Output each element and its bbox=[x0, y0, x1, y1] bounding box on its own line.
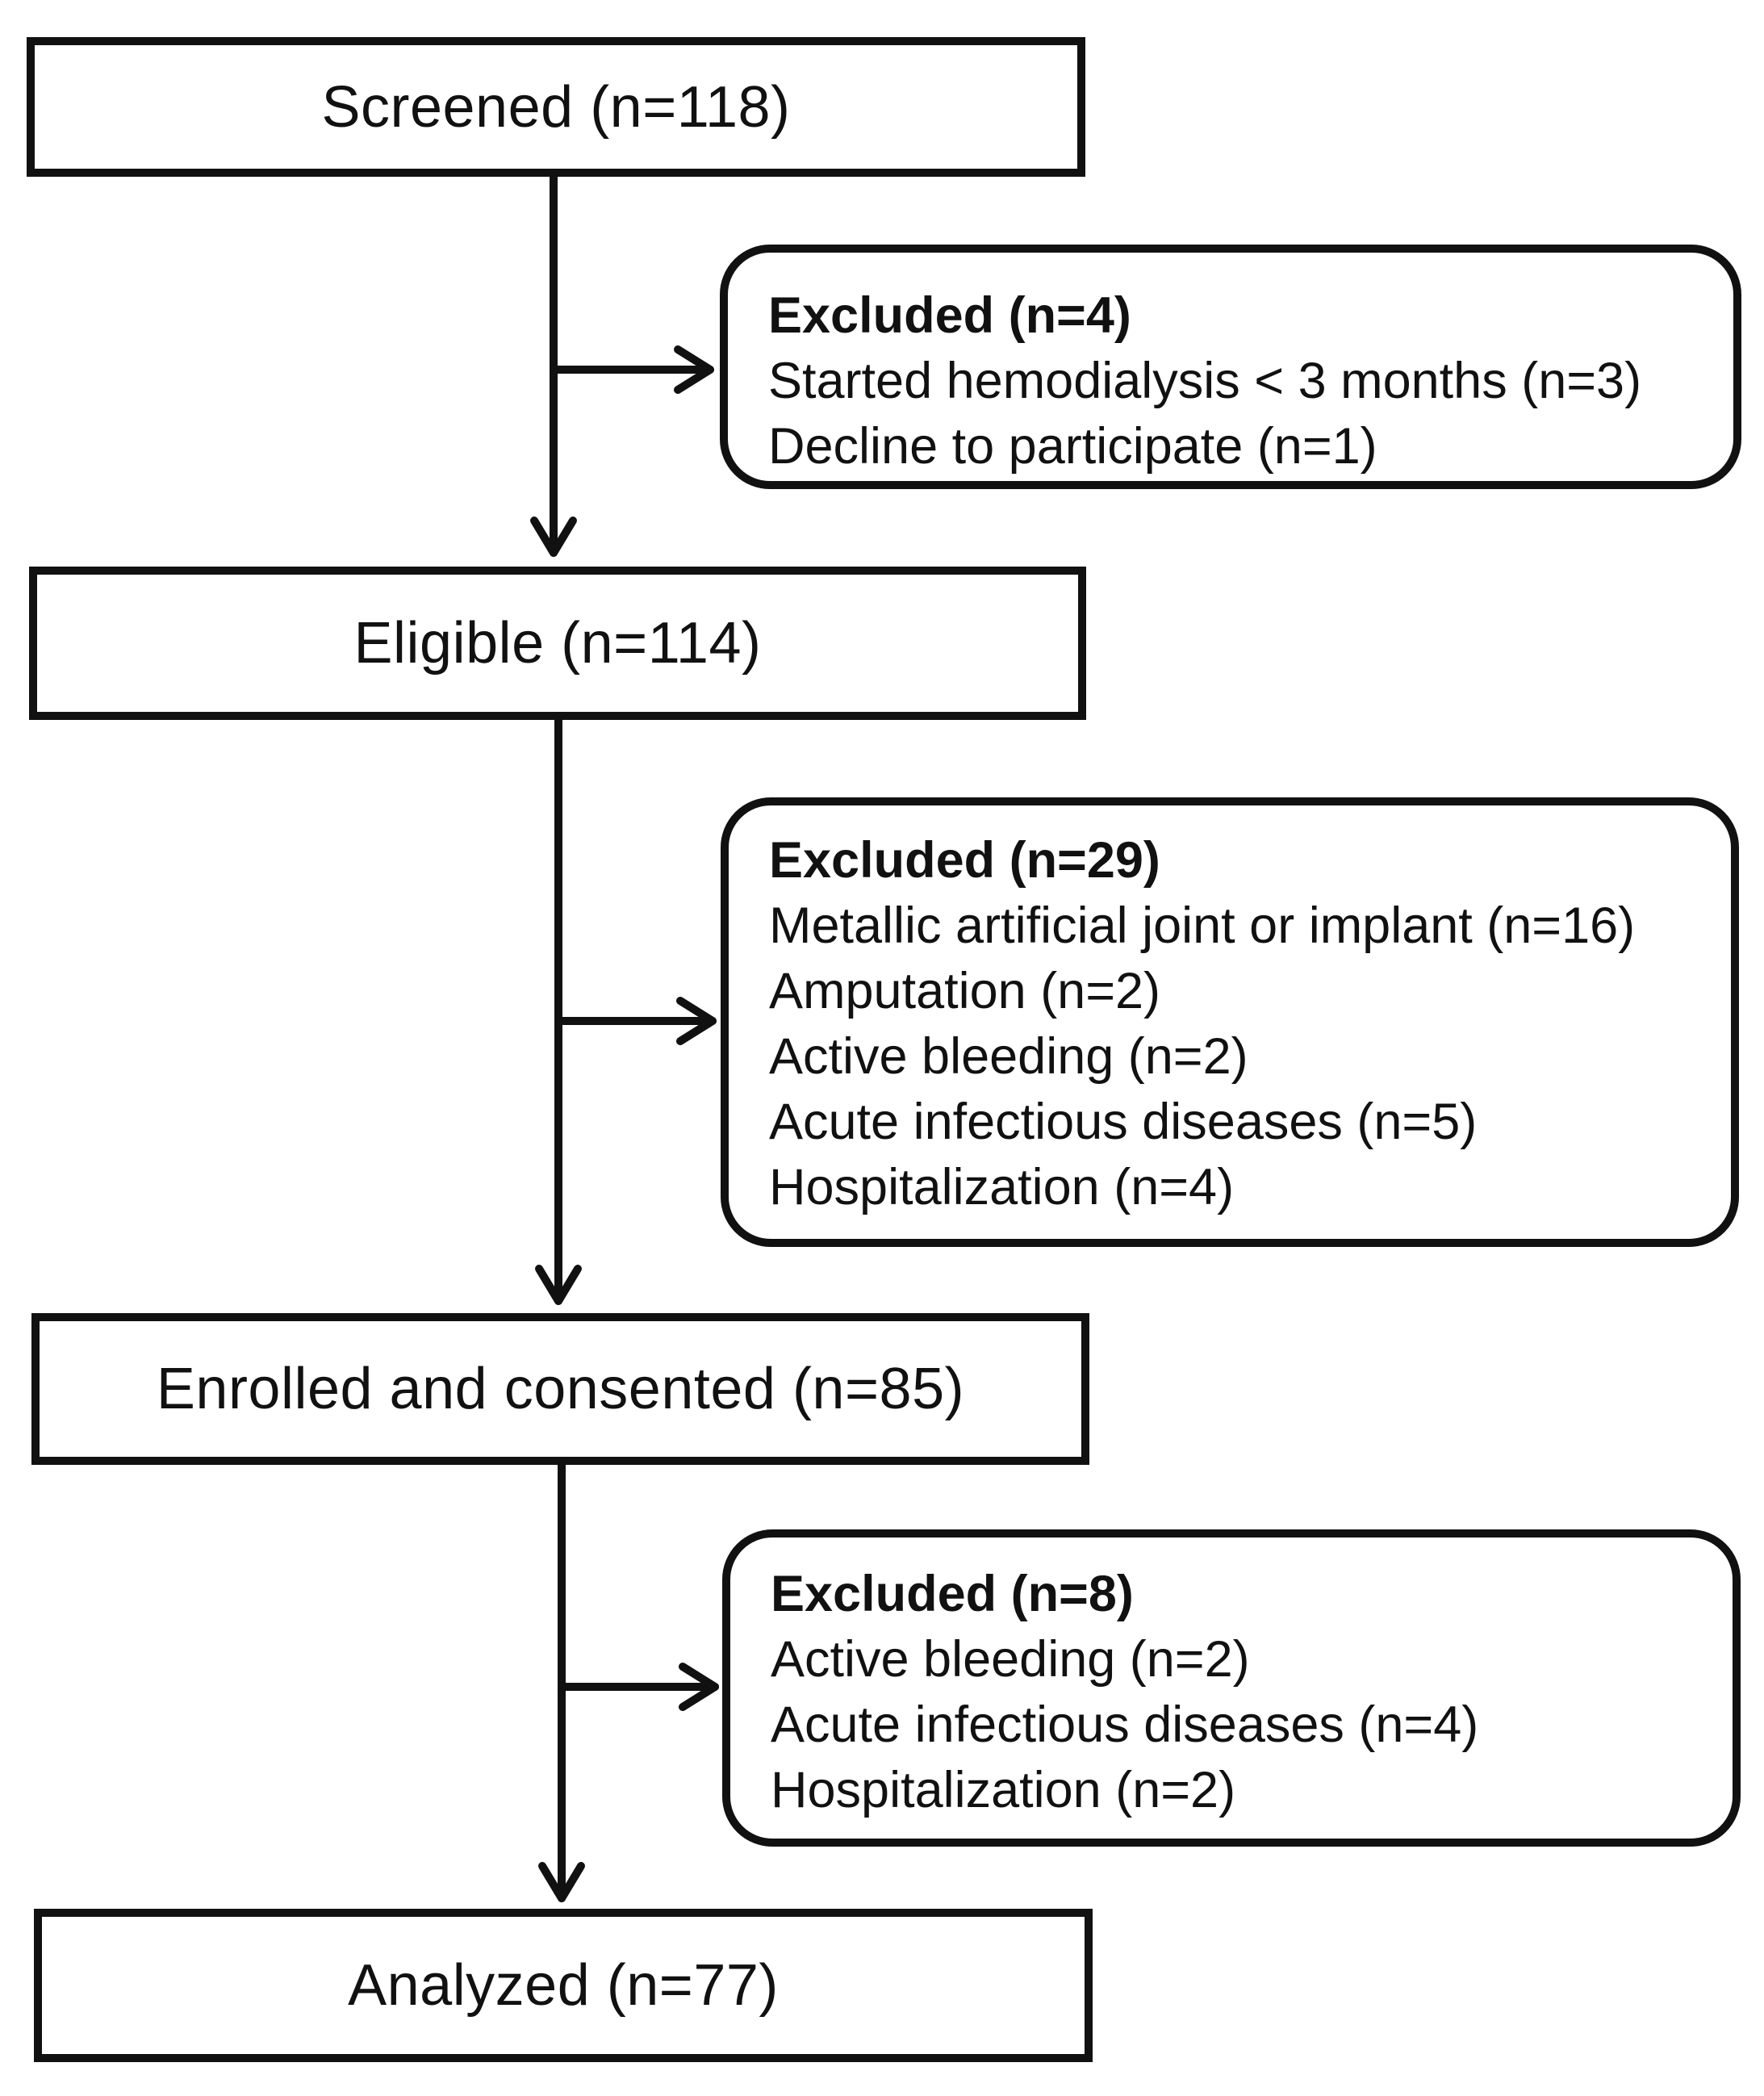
arrow-eligible-to-enrolled-head bbox=[535, 1265, 582, 1305]
exclusion-item: Started hemodialysis < 3 months (n=3) bbox=[768, 353, 1642, 409]
exclusion-item: Acute infectious diseases (n=4) bbox=[771, 1696, 1479, 1753]
stage-label-screened: Screened (n=118) bbox=[321, 74, 791, 140]
stage-box-enrolled: Enrolled and consented (n=85) bbox=[31, 1313, 1089, 1465]
exclusion-item: Metallic artificial joint or implant (n=… bbox=[769, 897, 1636, 954]
arrow-to-excluded-1-head bbox=[674, 345, 714, 394]
exclusion-item: Hospitalization (n=2) bbox=[771, 1762, 1236, 1818]
exclusion-title: Excluded (n=8) bbox=[771, 1566, 1134, 1622]
exclusion-title: Excluded (n=29) bbox=[769, 832, 1160, 889]
stage-label-analyzed: Analyzed (n=77) bbox=[348, 1953, 779, 2018]
exclusion-item: Hospitalization (n=4) bbox=[769, 1159, 1235, 1215]
exclusion-item: Acute infectious diseases (n=5) bbox=[769, 1094, 1478, 1150]
stage-label-eligible: Eligible (n=114) bbox=[353, 611, 762, 676]
exclusion-item: Decline to participate (n=1) bbox=[768, 418, 1377, 475]
exclusion-item: Amputation (n=2) bbox=[769, 963, 1161, 1019]
exclusion-box-2: Excluded (n=29) Metallic artificial join… bbox=[721, 797, 1739, 1247]
stage-label-enrolled: Enrolled and consented (n=85) bbox=[156, 1357, 965, 1421]
stage-box-eligible: Eligible (n=114) bbox=[29, 567, 1086, 720]
exclusion-box-3: Excluded (n=8) Active bleeding (n=2) Acu… bbox=[722, 1529, 1741, 1847]
stage-box-screened: Screened (n=118) bbox=[27, 37, 1085, 177]
stage-box-analyzed: Analyzed (n=77) bbox=[34, 1909, 1093, 2062]
exclusion-item: Active bleeding (n=2) bbox=[769, 1028, 1248, 1085]
exclusion-item: Active bleeding (n=2) bbox=[771, 1631, 1250, 1688]
exclusion-box-1: Excluded (n=4) Started hemodialysis < 3 … bbox=[720, 245, 1741, 489]
arrow-to-excluded-2-head bbox=[676, 997, 717, 1045]
arrow-to-excluded-3-head bbox=[679, 1663, 719, 1711]
exclusion-title: Excluded (n=4) bbox=[768, 287, 1131, 344]
arrow-screened-to-eligible-head bbox=[530, 517, 577, 557]
arrow-enrolled-to-analyzed-head bbox=[538, 1862, 585, 1902]
